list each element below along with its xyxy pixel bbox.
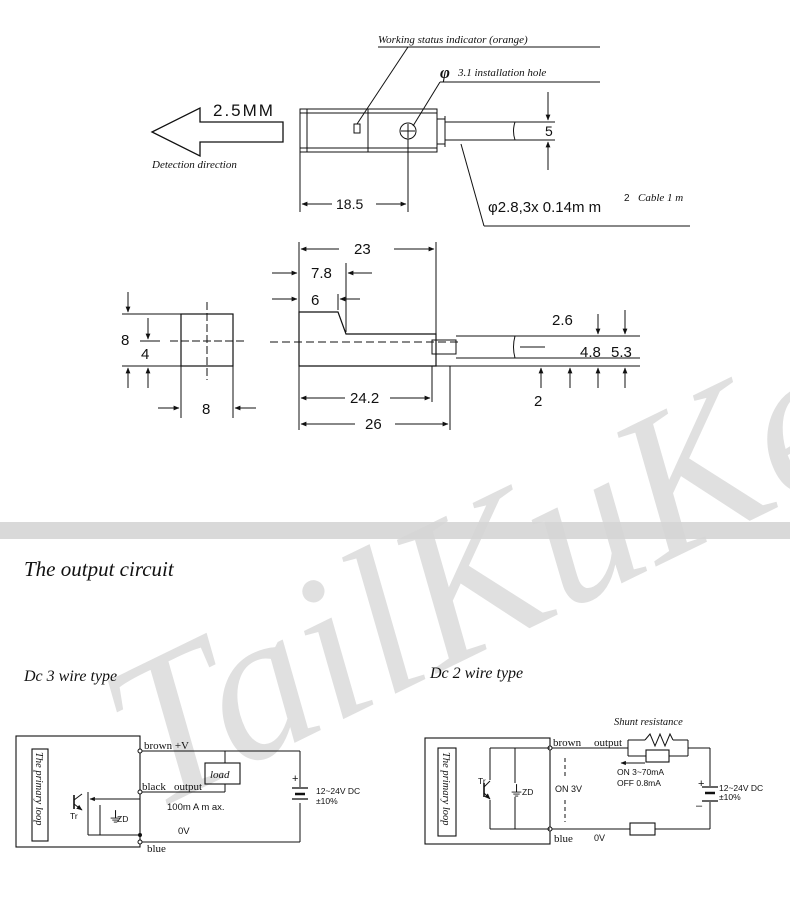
battery-plus-3: + [292, 773, 298, 785]
tolerance-label-3: ±10% [316, 796, 338, 806]
load-box [204, 762, 241, 785]
dim-7-8: 7.8 [311, 265, 332, 282]
primary-loop-label-3: The primary loop [33, 752, 44, 826]
brown-wire-label-2: brown [553, 737, 582, 749]
tr-label-2: Tr [478, 776, 486, 786]
detection-arrow [150, 106, 284, 158]
section-title: The output circuit [24, 557, 175, 581]
dim-4: 4 [141, 346, 149, 363]
zd-label-3: ZD [117, 814, 128, 824]
brown-wire-label-3: brown +V [144, 740, 189, 752]
circuit-2-wire-title: Dc 2 wire type [429, 665, 523, 682]
side-view: 23 7.8 6 2.6 4.8 5.3 2 24.2 [270, 241, 640, 433]
zener-icon-3: ⏚ [108, 809, 123, 826]
dim-8-outer: 8 [121, 332, 129, 349]
load-label: load [210, 769, 230, 781]
blue-wire-label-3: blue [147, 843, 166, 855]
output-label-3: output [174, 781, 202, 793]
on-current-label: ON 3~70mA [617, 767, 664, 777]
indicator-label: Working status indicator (orange) [378, 34, 528, 46]
shunt-label: Shunt resistance [614, 717, 683, 728]
zero-v-label-3: 0V [178, 826, 190, 837]
dim-4-8: 4.8 [580, 344, 601, 361]
indicator-led [353, 123, 361, 134]
zero-v-label-2: 0V [594, 833, 605, 843]
off-current-label: OFF 0.8mA [617, 778, 661, 788]
circuit-3-wire: Dc 3 wire type The primary loop load bro… [15, 668, 360, 855]
circuit-2-wire: Dc 2 wire type The primary loop Tr [424, 665, 763, 845]
circuit-3-wire-title: Dc 3 wire type [23, 668, 117, 685]
direction-label: Detection direction [151, 159, 237, 171]
battery-plus-2: + [698, 778, 704, 790]
shunt-resistor [644, 732, 674, 748]
sensor-body-side [298, 311, 437, 367]
cable-label: Cable 1 m [638, 192, 683, 204]
dim-23: 23 [354, 241, 371, 258]
hole-label: 3.1 installation hole [457, 67, 546, 79]
dim-18-5: 18.5 [336, 196, 363, 212]
output-label-2: output [594, 737, 622, 749]
dim-8-bottom: 8 [202, 401, 210, 418]
phi-symbol: φ [440, 63, 450, 82]
cable-sup: 2 [624, 193, 630, 204]
black-wire-label: black [142, 781, 166, 793]
dim-5-3: 5.3 [611, 344, 632, 361]
zener-icon-2: ⏚ [509, 783, 524, 800]
distance-label: 2.5MM [213, 101, 275, 120]
supply-label-3: 12~24V DC [316, 786, 360, 796]
dim-5: 5 [545, 123, 553, 139]
battery-minus-2: – [696, 800, 703, 812]
dim-2-6: 2.6 [552, 312, 573, 329]
load-box-2 [645, 749, 670, 763]
primary-loop-label-2: The primary loop [440, 752, 451, 826]
front-view: 8 4 8 [121, 292, 256, 418]
cable-spec: φ2.8,3x 0.14m m [488, 199, 601, 216]
max-current-label: 100m A m ax. [167, 802, 225, 813]
supply-label-2: 12~24V DC [719, 783, 763, 793]
dim-26: 26 [365, 416, 382, 433]
dim-24-2: 24.2 [350, 390, 379, 407]
on-voltage-label: ON 3V [555, 784, 582, 794]
blue-wire-label-2: blue [554, 833, 573, 845]
zd-label-2: ZD [522, 787, 533, 797]
watermark: TailKuKe [69, 296, 790, 854]
top-view: Working status indicator (orange) φ 3.1 … [150, 34, 690, 227]
dim-6: 6 [311, 292, 319, 309]
section-divider [0, 522, 790, 539]
tolerance-label-2: ±10% [719, 792, 741, 802]
dim-2: 2 [534, 393, 542, 410]
tr-label-3: Tr [70, 811, 78, 821]
